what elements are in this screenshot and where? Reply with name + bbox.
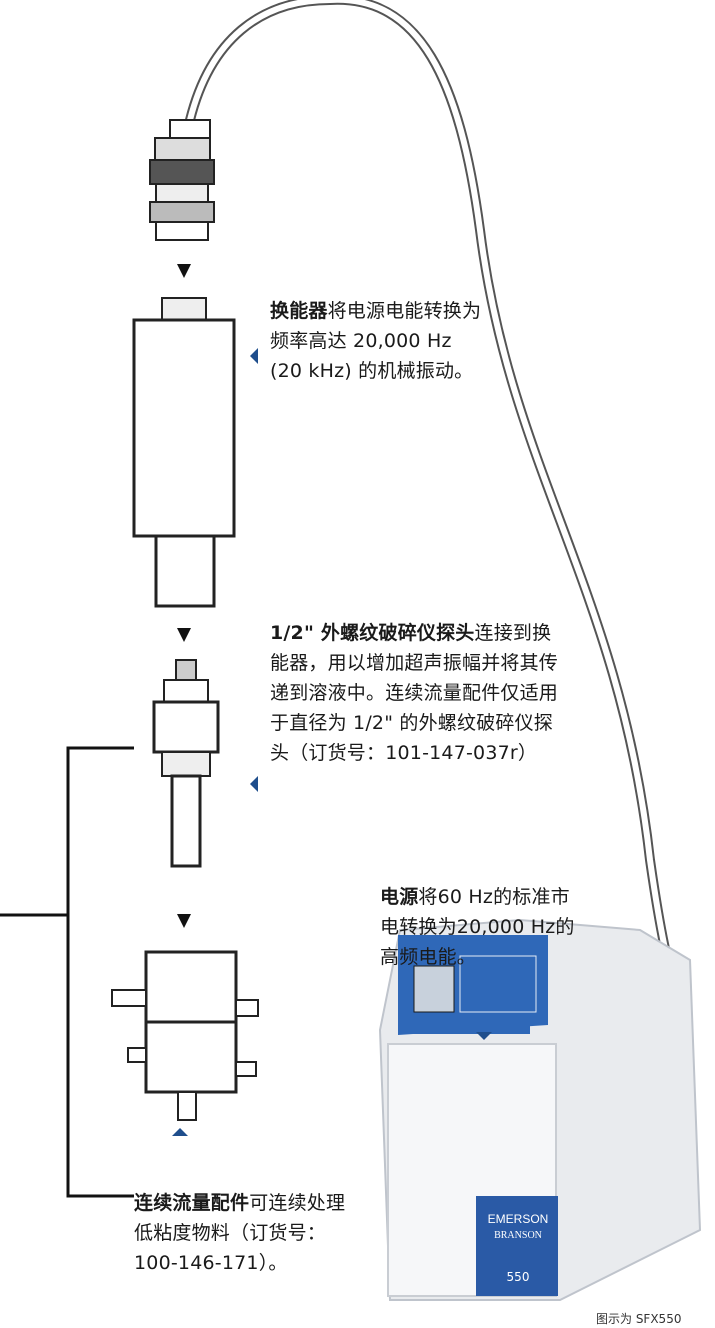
pointer-power-supply — [476, 1032, 492, 1040]
pointer-probe — [250, 776, 258, 792]
power-supply-text: 将60 Hz的标准市电转换为20,000 Hz的高频电能。 — [380, 886, 575, 968]
flow-cell-caption: 连续流量配件可连续处理低粘度物料（订货号：100-146-171）。 — [134, 1188, 358, 1278]
arrow-down-1 — [177, 264, 191, 278]
arrow-down-3 — [177, 914, 191, 928]
arrow-down-2 — [177, 628, 191, 642]
bracket-line — [66, 746, 134, 1198]
transducer-title: 换能器 — [270, 300, 328, 322]
probe-illustration — [152, 659, 220, 868]
footnote: 图示为 SFX550 — [596, 1312, 682, 1326]
flow-cell-title: 连续流量配件 — [134, 1192, 250, 1214]
transducer-text: 将电源电能转换为频率高达 20,000 Hz (20 kHz) 的机械振动。 — [270, 300, 482, 382]
pointer-transducer — [250, 348, 258, 364]
power-supply-illustration — [378, 918, 702, 1301]
cable-connector — [149, 119, 215, 241]
device-brand-top: EMERSON — [487, 1212, 549, 1226]
device-brand-bottom: BRANSON — [494, 1230, 542, 1241]
power-supply-caption: 电源将60 Hz的标准市电转换为20,000 Hz的高频电能。 — [380, 882, 580, 972]
probe-title: 1/2" 外螺纹破碎仪探头 — [270, 622, 475, 644]
pointer-flow-cell — [172, 1128, 188, 1136]
cable — [185, 0, 685, 1005]
probe-caption: 1/2" 外螺纹破碎仪探头连接到换能器，用以增加超声振幅并将其传递到溶液中。连续… — [270, 618, 570, 768]
device-model: 550 — [506, 1270, 530, 1284]
probe-text: 连接到换能器，用以增加超声振幅并将其传递到溶液中。连续流量配件仅适用于直径为 1… — [270, 622, 559, 764]
transducer-illustration — [132, 297, 236, 608]
power-supply-title: 电源 — [380, 886, 419, 908]
flow-cell-text: 可连续处理低粘度物料（订货号：100-146-171）。 — [134, 1192, 346, 1274]
flow-cell-illustration — [111, 950, 259, 1121]
transducer-caption: 换能器将电源电能转换为频率高达 20,000 Hz (20 kHz) 的机械振动… — [270, 296, 484, 386]
